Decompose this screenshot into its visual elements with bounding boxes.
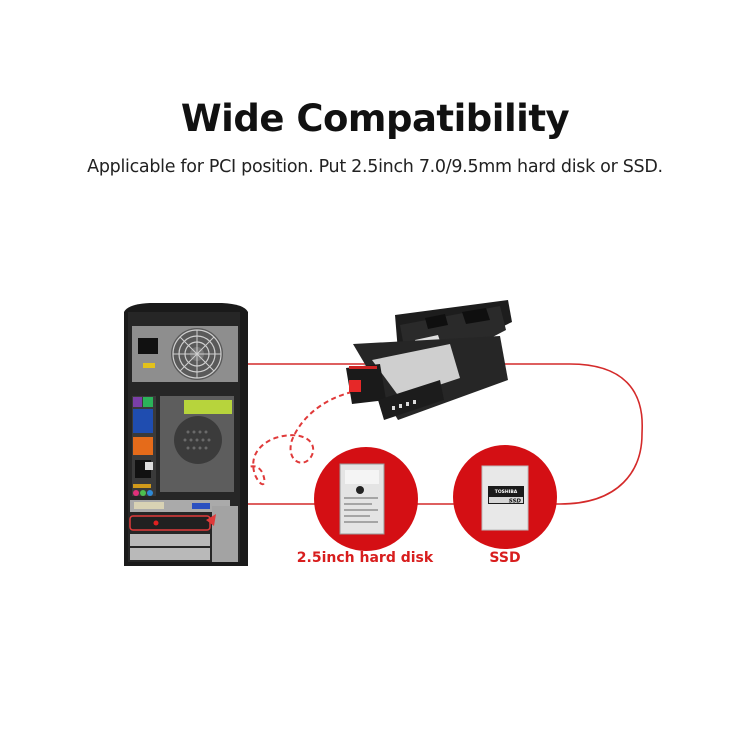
pc-tower-image	[124, 303, 248, 566]
svg-text:SSD: SSD	[509, 499, 522, 505]
svg-text:TOSHIBA: TOSHIBA	[495, 489, 518, 495]
hdd-circle	[314, 447, 418, 551]
mobile-rack-image	[346, 300, 512, 420]
hdd-label: 2.5inch hard disk	[296, 550, 434, 566]
page-title: Wide Compatibility	[180, 97, 570, 140]
connector-line	[238, 363, 644, 505]
page-subtitle: Applicable for PCI position. Put 2.5inch…	[87, 157, 663, 177]
ssd-label: SSD	[489, 550, 521, 566]
ssd-circle: TOSHIBA SSD	[453, 445, 557, 549]
dashed-connector	[217, 391, 353, 521]
